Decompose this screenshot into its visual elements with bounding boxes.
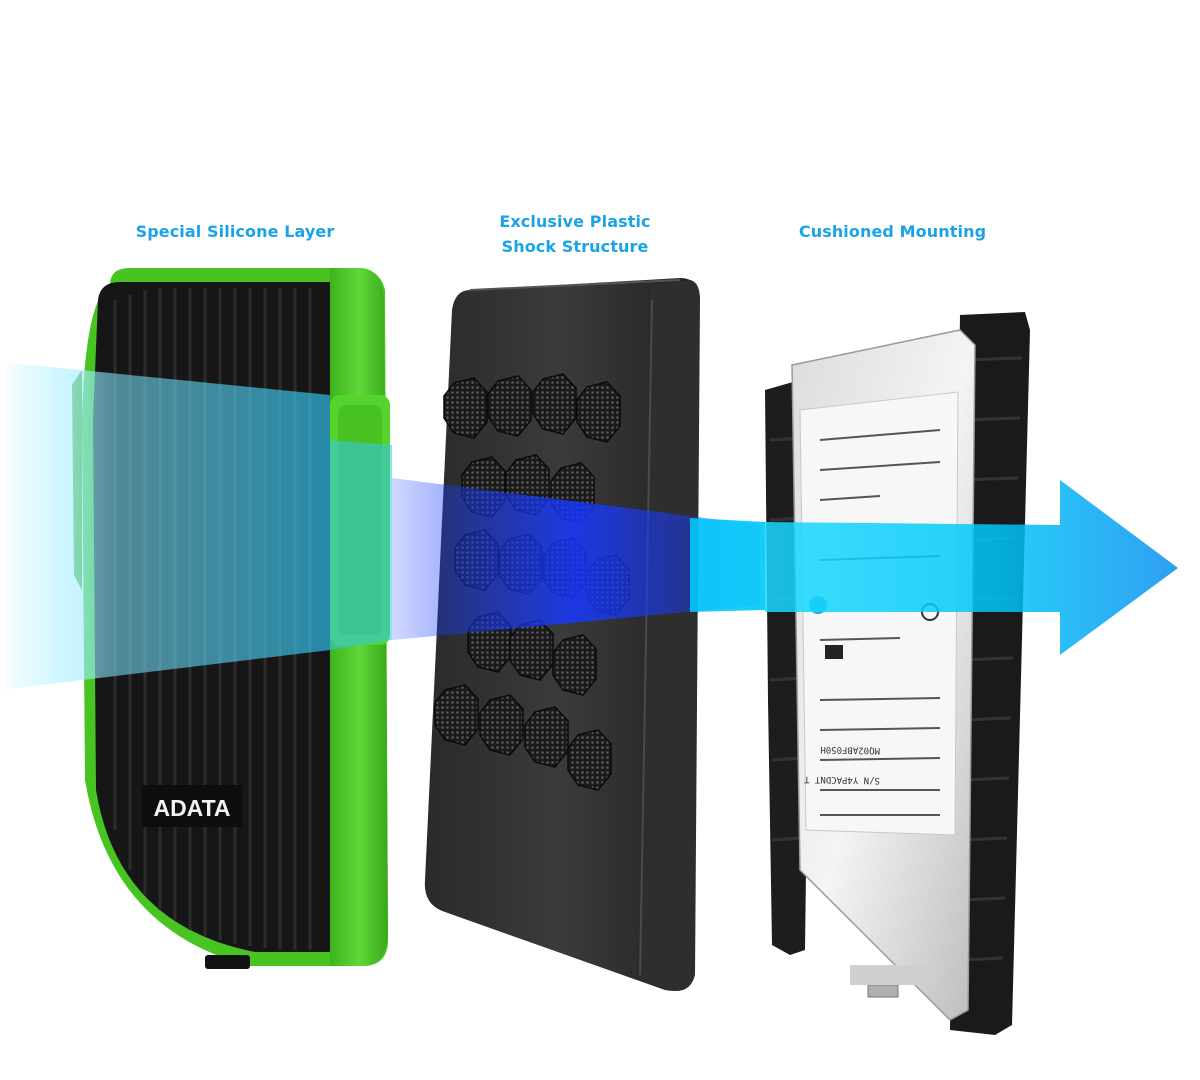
- caption-plastic-structure: Exclusive Plastic Shock Structure: [455, 209, 695, 259]
- drive-serial-label: S/N Y4PACDNT T: [803, 774, 880, 785]
- caption-plastic-line1: Exclusive Plastic: [499, 212, 651, 231]
- drive-model-label: MQ02ABF050H: [820, 744, 880, 755]
- impact-beam: [0, 362, 1178, 690]
- adata-logo: ADATA: [153, 795, 230, 821]
- internal-drive: [765, 312, 1030, 1035]
- caption-silicone-layer: Special Silicone Layer: [135, 222, 335, 241]
- caption-cushioned-mounting: Cushioned Mounting: [798, 222, 987, 241]
- shock-pads: [434, 373, 630, 791]
- plastic-shock-structure: [424, 278, 700, 991]
- caption-plastic-line2: Shock Structure: [501, 237, 649, 256]
